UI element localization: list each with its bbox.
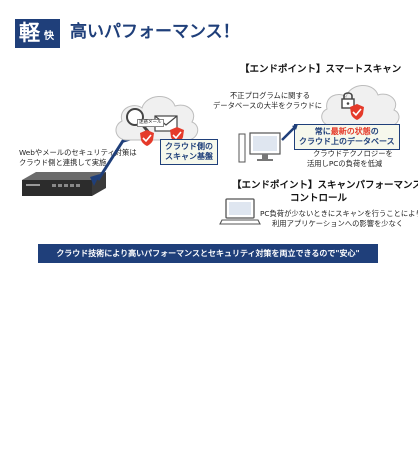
cloud-database-callout-line-2: クラウド上のデータベース <box>299 137 395 146</box>
laptop-icon <box>219 198 261 225</box>
cloud-scan-callout-line-1: クラウド側の <box>165 142 213 151</box>
performance-control-desc-2: 利用アプリケーションへの影響を少なく <box>272 219 404 228</box>
web-security-text-2: クラウド側と連携して実施 <box>19 158 107 167</box>
lock-icon <box>341 92 355 109</box>
page-title: 高いパフォーマンス！ <box>70 22 240 42</box>
performance-control-heading-1: 【エンドポイント】スキャンパフォーマンス <box>232 180 418 191</box>
smart-scan-desc-2: データベースの大半をクラウドに <box>213 101 323 110</box>
callout-prefix: 常に <box>314 127 331 136</box>
cloud-scan-callout: クラウド側の スキャン基盤 <box>160 139 218 165</box>
smart-scan-note-1: クラウドテクノロジーを <box>313 149 393 158</box>
callout-suffix: の <box>370 127 379 136</box>
performance-control-desc-1: PC負荷が少ないときにスキャンを行うことにより、 <box>260 209 418 218</box>
mail-label: 迷惑メール <box>137 119 164 127</box>
shield-check-icon <box>350 104 364 120</box>
smart-scan-heading: 【エンドポイント】スマートスキャン <box>240 64 402 75</box>
connection-arrow-icon <box>281 124 298 141</box>
cloud-database-callout: 常に最新の状態の クラウド上のデータベース <box>294 124 400 150</box>
desktop-pc-icon <box>238 132 281 163</box>
network-appliance-icon <box>22 172 106 196</box>
shield-check-icon <box>140 130 154 146</box>
category-badge: 軽 快 <box>15 19 60 48</box>
smart-scan-note-2: 活用しPCの負荷を低減 <box>307 159 383 168</box>
smart-scan-desc-1: 不正プログラムに関する <box>230 91 311 100</box>
performance-control-heading-2: コントロール <box>290 193 348 204</box>
callout-highlight: 最新の状態 <box>330 127 371 136</box>
cloud-database-callout-line-1: 常に最新の状態の <box>299 127 395 137</box>
web-security-text-1: Webやメールのセキュリティ対策は <box>19 148 137 157</box>
badge-main-char: 軽 <box>19 21 40 45</box>
cloud-scan-callout-line-2: スキャン基盤 <box>165 152 213 161</box>
summary-banner: クラウド技術により高いパフォーマンスとセキュリティ対策を両立できるので"安心" <box>38 244 378 263</box>
badge-sub-char: 快 <box>44 31 54 42</box>
